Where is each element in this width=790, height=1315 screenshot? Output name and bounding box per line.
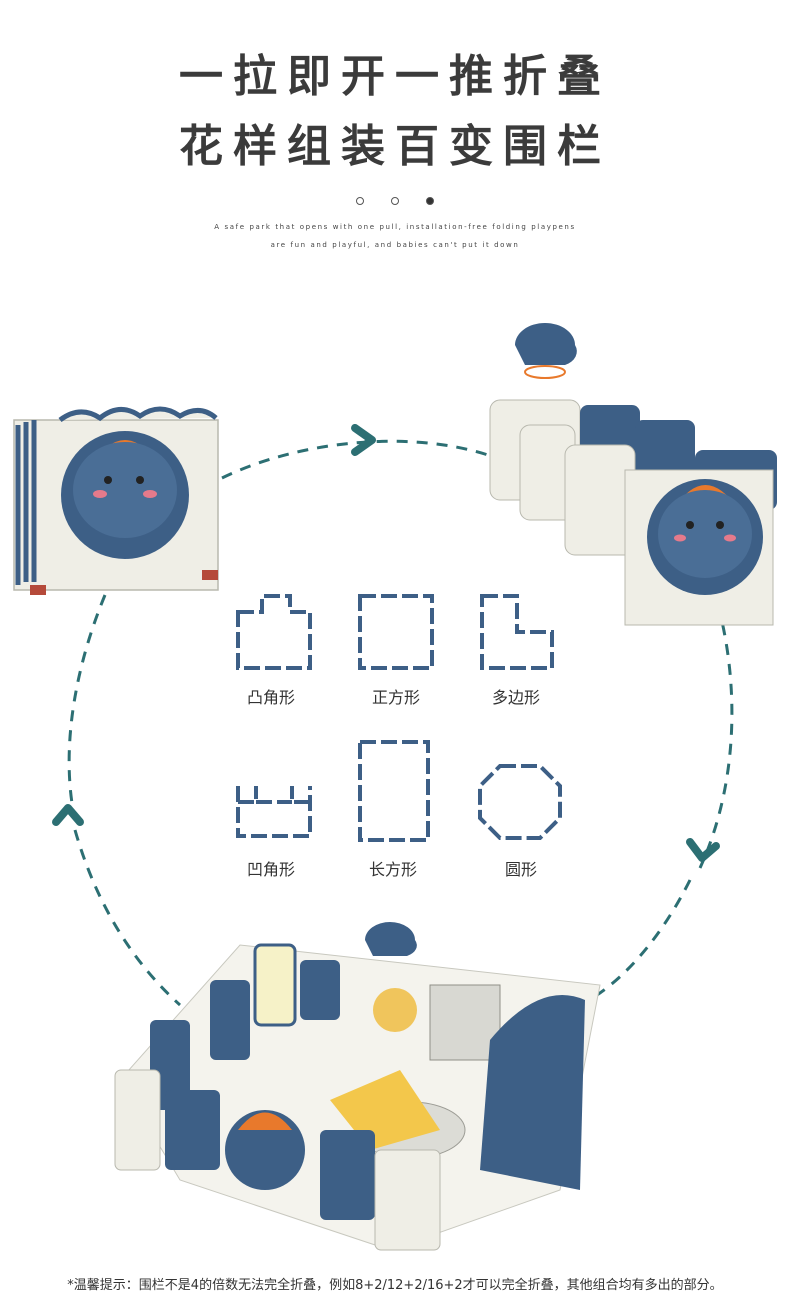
pager-dot-active[interactable]	[426, 197, 435, 205]
shape-rectangle-icon	[358, 740, 430, 842]
subtitle-line-1: A safe park that opens with one pull, in…	[214, 223, 576, 231]
shape-square-icon	[358, 594, 434, 670]
shape-circle-icon	[478, 764, 562, 840]
shape-label: 正方形	[371, 688, 420, 707]
shape-convex-icon	[236, 594, 312, 670]
shape-label: 多边形	[491, 688, 540, 707]
folded-playpen	[13, 406, 219, 595]
pager-dot[interactable]	[391, 197, 399, 205]
shape-label: 凸角形	[246, 688, 295, 707]
pager-dots	[0, 190, 790, 209]
unfolded-playpen	[489, 323, 777, 626]
folding-note: *温馨提示：围栏不是4的倍数无法完全折叠，例如8+2/12+2/16+2才可以完…	[67, 1278, 723, 1293]
assembled-playpen	[114, 922, 601, 1251]
cycle-dashed-path	[67, 439, 734, 1007]
arrow-down-icon	[686, 838, 720, 862]
pager-dot[interactable]	[355, 197, 364, 205]
shape-polygon-icon	[480, 594, 554, 670]
arrow-up-icon	[52, 804, 84, 826]
shape-label: 凹角形	[246, 860, 295, 879]
headline-line-1: 一拉即开一推折叠	[179, 51, 611, 102]
shape-concave-icon	[236, 786, 312, 838]
headline-line-2: 花样组装百变围栏	[179, 121, 611, 172]
shape-label: 圆形	[504, 860, 537, 879]
arrow-right-icon	[351, 424, 376, 456]
subtitle-line-2: are fun and playful, and babies can't pu…	[270, 241, 520, 249]
shape-label: 长方形	[368, 860, 417, 879]
